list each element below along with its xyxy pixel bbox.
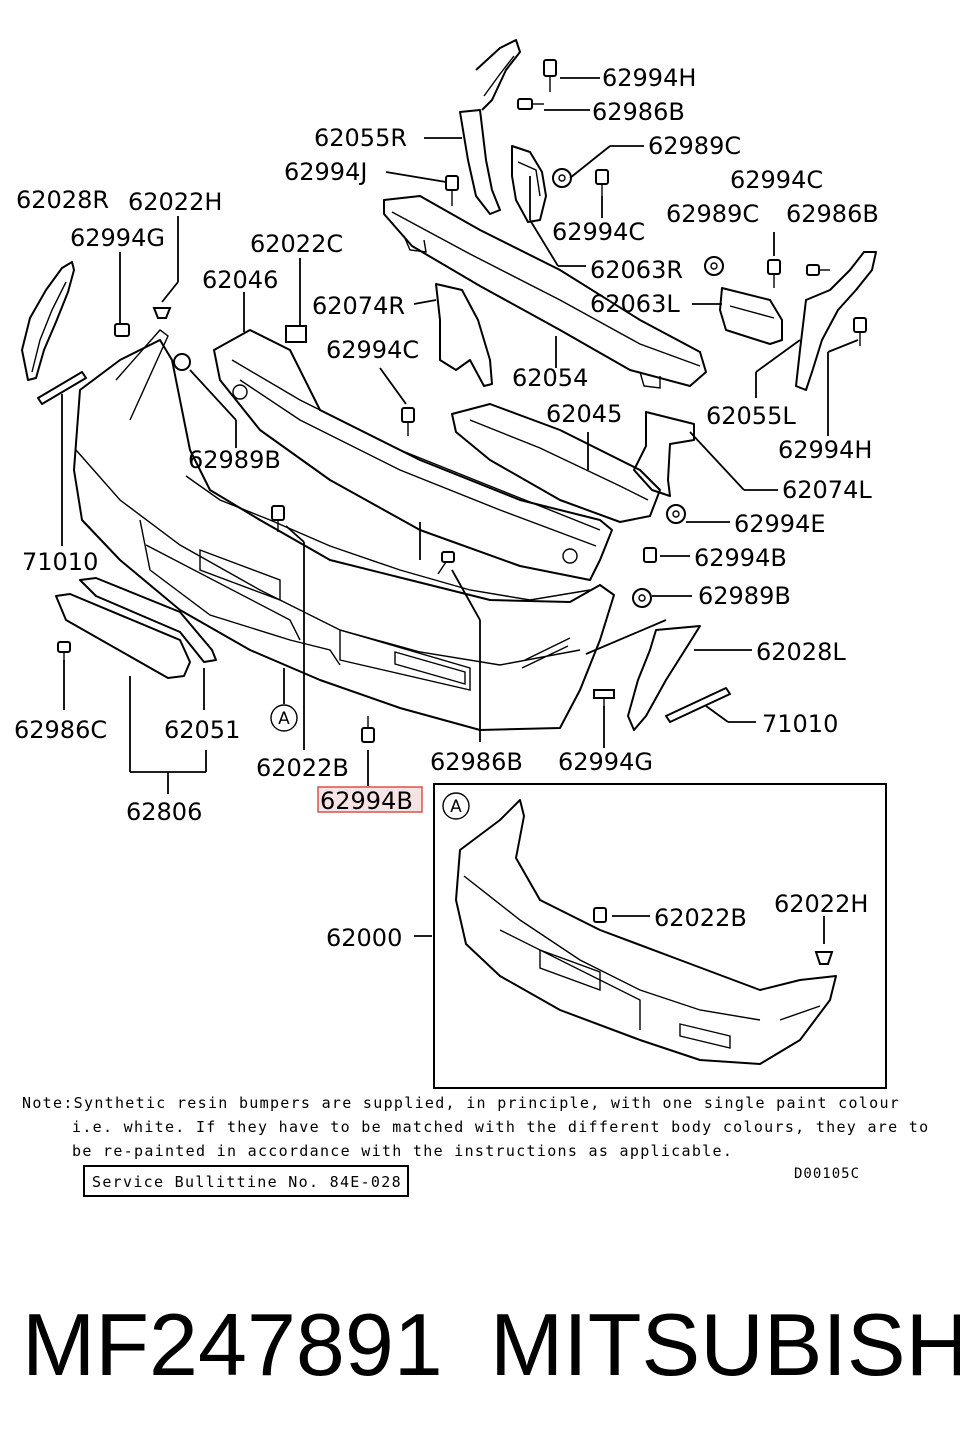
label-62051[interactable]: 62051 <box>164 716 240 744</box>
label-62994H[interactable]: 62994H <box>602 64 696 92</box>
label-62994C[interactable]: 62994C <box>730 166 823 194</box>
molding-strip-right <box>665 687 731 723</box>
bracket-62074R <box>435 283 493 387</box>
label-62055L[interactable]: 62055L <box>706 402 796 430</box>
label-62989B-2[interactable]: 62989B <box>698 582 791 610</box>
bumper-cover <box>73 339 615 731</box>
inset-callout-text: A <box>450 797 462 817</box>
fastener-group <box>57 59 867 743</box>
label-62994C-3[interactable]: 62994C <box>326 336 419 364</box>
label-62986B[interactable]: 62986B <box>592 98 685 126</box>
drawing-code: D00105C <box>794 1166 860 1182</box>
label-62806[interactable]: 62806 <box>126 798 202 826</box>
leader-lines <box>61 77 859 944</box>
label-62994B-highlighted[interactable]: 62994B <box>320 787 413 815</box>
part-labels: 62994H 62986B 62055R 62989C 62994J 62994… <box>14 64 879 952</box>
label-62989C[interactable]: 62989C <box>648 132 741 160</box>
bumper-beam <box>383 195 707 387</box>
lower-grille-62806 <box>55 593 191 679</box>
label-62986B-3[interactable]: 62986B <box>430 748 523 776</box>
side-bracket-62063L <box>719 287 783 345</box>
label-62074L[interactable]: 62074L <box>782 476 872 504</box>
side-bracket-62063R <box>511 145 547 223</box>
label-62994J[interactable]: 62994J <box>284 158 367 186</box>
label-62046[interactable]: 62046 <box>202 266 278 294</box>
label-62986B-2[interactable]: 62986B <box>786 200 879 228</box>
label-62074R[interactable]: 62074R <box>312 292 405 320</box>
note-block: Note:Synthetic resin bumpers are supplie… <box>22 1094 929 1160</box>
note-line-1: Note:Synthetic resin bumpers are supplie… <box>22 1094 900 1112</box>
upper-bracket-left <box>795 251 877 391</box>
inset-bumper-assembly <box>455 799 837 1065</box>
label-62994C-2[interactable]: 62994C <box>552 218 645 246</box>
label-62022C[interactable]: 62022C <box>250 230 343 258</box>
part-number: MF247891 <box>22 1295 443 1394</box>
note-line-2: i.e. white. If they have to be matched w… <box>72 1118 929 1136</box>
label-62994G[interactable]: 62994G <box>70 224 165 252</box>
label-62022H-2[interactable]: 62022H <box>774 890 868 918</box>
label-62063R[interactable]: 62063R <box>590 256 683 284</box>
note-line-3: be re-painted in accordance with the ins… <box>72 1142 733 1160</box>
service-bulletin: Service Bullittine No. 84E-028 <box>92 1173 402 1191</box>
label-62994B[interactable]: 62994B <box>694 544 787 572</box>
label-62022H[interactable]: 62022H <box>128 188 222 216</box>
label-62054[interactable]: 62054 <box>512 364 588 392</box>
label-62022B[interactable]: 62022B <box>256 754 349 782</box>
label-62994H-2[interactable]: 62994H <box>778 436 872 464</box>
label-71010[interactable]: 71010 <box>22 548 98 576</box>
inset-box <box>433 783 887 1089</box>
label-62045[interactable]: 62045 <box>546 400 622 428</box>
molding-strip-left <box>37 371 87 405</box>
label-62063L[interactable]: 62063L <box>590 290 680 318</box>
brand-name: MITSUBISHI <box>490 1295 960 1394</box>
label-62022B-2[interactable]: 62022B <box>654 904 747 932</box>
side-bracket-left <box>21 261 75 381</box>
callout-marker <box>270 704 298 732</box>
label-62994G-2[interactable]: 62994G <box>558 748 653 776</box>
lower-panel <box>451 403 661 523</box>
side-bracket-right <box>627 625 701 731</box>
callout-marker-text: A <box>278 709 290 729</box>
label-62028R[interactable]: 62028R <box>16 186 109 214</box>
label-62989B[interactable]: 62989B <box>188 446 281 474</box>
label-62028L[interactable]: 62028L <box>756 638 846 666</box>
upper-bracket-right <box>459 109 501 215</box>
highlighted-part-frame <box>317 786 423 813</box>
label-62000[interactable]: 62000 <box>326 924 402 952</box>
exploded-view: A A 62994H 62986B 62055R 62989C 62994J 6… <box>14 39 929 1197</box>
label-62055R[interactable]: 62055R <box>314 124 407 152</box>
upper-reinforcement <box>213 329 613 581</box>
bracket-62074L <box>633 411 695 497</box>
label-71010-2[interactable]: 71010 <box>762 710 838 738</box>
label-62989C-2[interactable]: 62989C <box>666 200 759 228</box>
service-bulletin-frame <box>83 1165 409 1197</box>
label-62986C[interactable]: 62986C <box>14 716 107 744</box>
inset-callout-marker <box>442 792 470 820</box>
lower-grille-62051 <box>79 577 217 663</box>
footer-bar: MF247891 MITSUBISHI <box>0 1290 960 1400</box>
label-62994E[interactable]: 62994E <box>734 510 826 538</box>
